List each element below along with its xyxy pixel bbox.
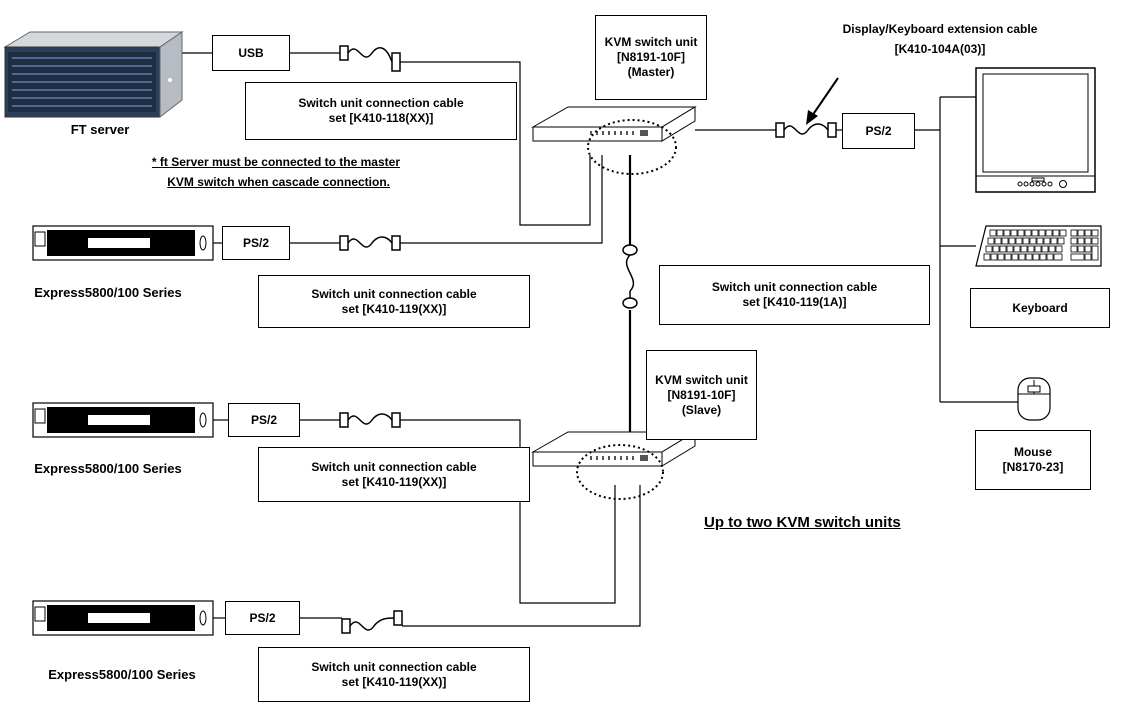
server-label: Express5800/100 Series (34, 285, 182, 300)
master-kvm-label: KVM switch unit [N8191-10F] (Master) (595, 15, 707, 100)
server-cable-label: Switch unit connection cable set [K410-1… (258, 447, 530, 502)
cable-label-line: Switch unit connection cable (711, 280, 878, 294)
mouse-label-line: Mouse (1013, 445, 1052, 459)
ft-cable-label: Switch unit connection cable set [K410-1… (245, 82, 517, 140)
cable-icon (339, 412, 401, 428)
server-cable-label: Switch unit connection cable set [K410-1… (258, 647, 530, 702)
mouse-label-line: [N8170-23] (1002, 460, 1064, 474)
ext-cable-model: [K410-104A(03)] (894, 42, 986, 56)
mouse-icon (1017, 377, 1051, 421)
express-server-icon (32, 225, 214, 261)
cable-label-line: Switch unit connection cable (311, 286, 477, 301)
cable-icon (775, 122, 837, 138)
ps2-port-box: PS/2 (222, 226, 290, 260)
cable-icon (339, 235, 401, 251)
ps2-port-box: PS/2 (842, 113, 915, 149)
footer-caption: Up to two KVM switch units (704, 514, 901, 531)
cable-icon (339, 45, 401, 72)
cable-label-line: Switch unit connection cable (311, 659, 477, 674)
monitor-icon (975, 67, 1096, 193)
kvm-label-line: KVM switch unit (604, 35, 698, 49)
keyboard-label: Keyboard (970, 288, 1110, 328)
mouse-label: Mouse [N8170-23] (975, 430, 1091, 490)
cable-label-line: set [K410-119(XX)] (341, 674, 447, 689)
cable-label-line: set [K410-119(XX)] (341, 301, 447, 316)
express-server-icon (32, 600, 214, 636)
kvm-label-line: [N8191-10F] (667, 387, 736, 402)
server-cable-label: Switch unit connection cable set [K410-1… (258, 275, 530, 328)
ft-server-label: FT server (70, 122, 130, 137)
port-highlight (576, 444, 664, 500)
keyboard-icon (975, 225, 1102, 267)
cable-icon-group (339, 45, 837, 634)
cable-icon (341, 610, 403, 634)
kvm-switch-icon (531, 106, 697, 142)
server-label: Express5800/100 Series (34, 461, 182, 476)
note-line-1: * ft Server must be connected to the mas… (151, 155, 400, 169)
keyboard-label-text: Keyboard (1012, 300, 1068, 315)
ft-server-icon (3, 31, 184, 119)
slave-kvm-label: KVM switch unit [N8191-10F] (Slave) (646, 350, 757, 440)
cascade-cable-icon (622, 244, 638, 309)
cable-label-line: set [K410-119(XX)] (341, 474, 447, 489)
cable-label-line: Switch unit connection cable (298, 96, 464, 110)
ps2-port-box: PS/2 (225, 601, 300, 635)
ps2-port-box: PS/2 (228, 403, 300, 437)
connection-lines (182, 52, 1018, 627)
express-server-icon (32, 402, 214, 438)
ext-cable-title: Display/Keyboard extension cable (842, 22, 1038, 36)
kvm-label-line: KVM switch unit (655, 372, 748, 387)
note-line-2: KVM switch when cascade connection. (167, 175, 390, 189)
arrow-icon (806, 77, 839, 125)
cable-label-line: set [K410-118(XX)] (328, 111, 434, 125)
cable-label-line: Switch unit connection cable (311, 459, 477, 474)
port-highlight (587, 119, 677, 175)
server-label: Express5800/100 Series (48, 667, 196, 682)
cascade-cable-label: Switch unit connection cable set [K410-1… (659, 265, 930, 325)
kvm-label-line: (Master) (627, 65, 675, 79)
usb-port-box: USB (212, 35, 290, 71)
kvm-label-line: [N8191-10F] (616, 50, 686, 64)
kvm-label-line: (Slave) (681, 402, 722, 417)
cable-label-line: set [K410-119(1A)] (742, 295, 847, 309)
